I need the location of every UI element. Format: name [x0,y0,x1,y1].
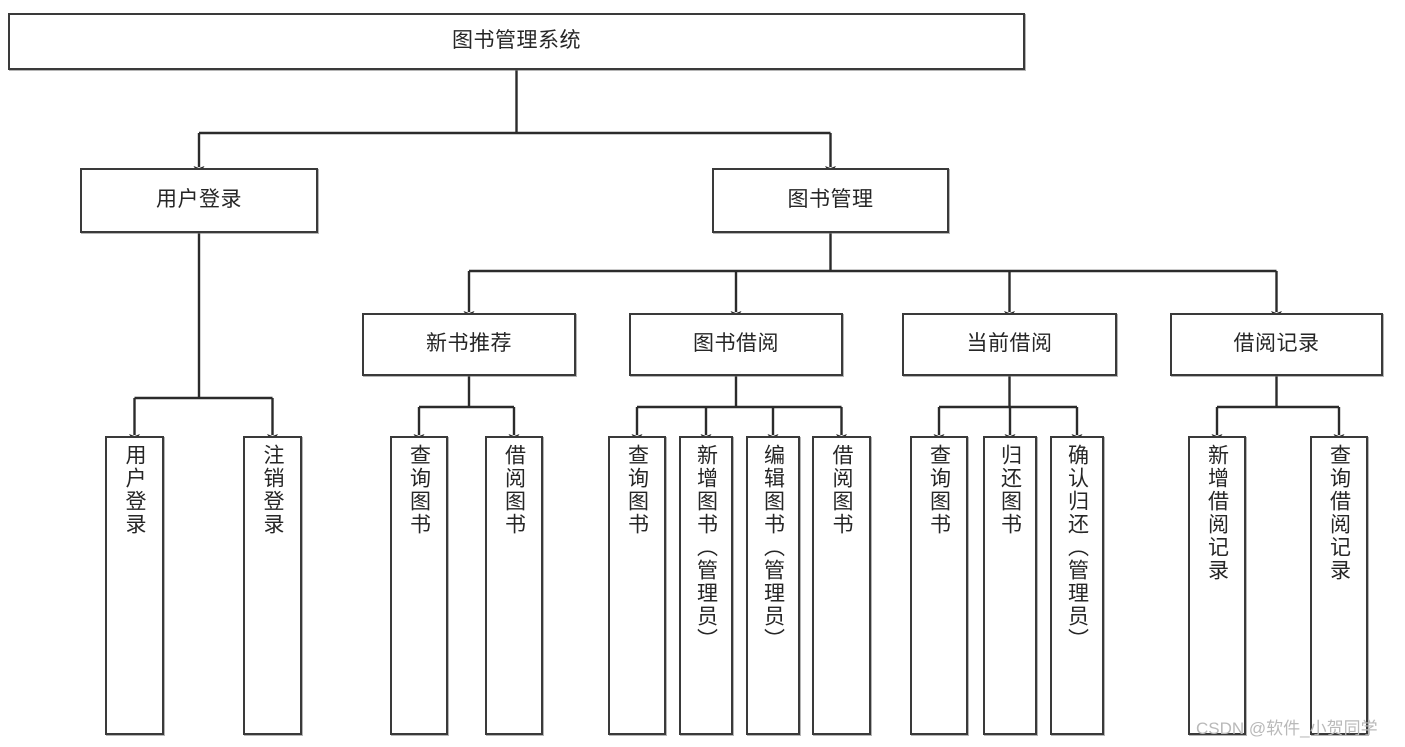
node-leaf-user-login[interactable]: 用户登录 [105,436,164,735]
node-book-borrow[interactable]: 图书借阅 [629,313,843,376]
edge-group [129,70,1345,443]
node-label: 借阅图书 [502,444,526,536]
node-label: 借阅记录 [1233,332,1320,356]
node-label: 新增图书（管理员） [694,444,718,651]
node-label: 查询图书 [625,444,649,536]
node-borrow-record[interactable]: 借阅记录 [1170,313,1383,376]
node-label: 编辑图书（管理员） [761,444,785,651]
node-user-login[interactable]: 用户登录 [80,168,318,233]
node-label: 用户登录 [123,444,147,536]
node-label: 新增借阅记录 [1205,444,1229,582]
node-current-borrow[interactable]: 当前借阅 [902,313,1117,376]
node-leaf-borrow-book[interactable]: 借阅图书 [812,436,871,735]
node-label: 查询图书 [927,444,951,536]
node-leaf-query-book-current[interactable]: 查询图书 [910,436,968,735]
node-leaf-borrow-book-rec[interactable]: 借阅图书 [485,436,543,735]
node-label: 注销登录 [261,444,285,536]
node-label: 新书推荐 [426,332,512,356]
node-leaf-query-borrow-record[interactable]: 查询借阅记录 [1310,436,1368,735]
node-leaf-logout[interactable]: 注销登录 [243,436,302,735]
node-leaf-query-book-rec[interactable]: 查询图书 [390,436,448,735]
node-label: 归还图书 [998,444,1022,536]
node-label: 用户登录 [156,188,242,212]
node-label: 图书管理 [787,188,874,212]
node-label: 图书管理系统 [452,29,581,53]
node-leaf-add-book-admin[interactable]: 新增图书（管理员） [679,436,733,735]
node-label: 当前借阅 [966,332,1053,356]
node-label: 图书借阅 [693,332,779,356]
node-root[interactable]: 图书管理系统 [8,13,1025,70]
node-leaf-confirm-return-admin[interactable]: 确认归还（管理员） [1050,436,1104,735]
node-label: 查询图书 [407,444,431,536]
node-leaf-return-book[interactable]: 归还图书 [983,436,1037,735]
node-leaf-add-borrow-record[interactable]: 新增借阅记录 [1188,436,1246,735]
node-label: 确认归还（管理员） [1065,444,1089,651]
node-label: 查询借阅记录 [1327,444,1351,582]
node-leaf-query-book-borrow[interactable]: 查询图书 [608,436,666,735]
node-book-manage[interactable]: 图书管理 [712,168,949,233]
node-new-book-rec[interactable]: 新书推荐 [362,313,576,376]
node-leaf-edit-book-admin[interactable]: 编辑图书（管理员） [746,436,800,735]
node-label: 借阅图书 [830,444,854,536]
